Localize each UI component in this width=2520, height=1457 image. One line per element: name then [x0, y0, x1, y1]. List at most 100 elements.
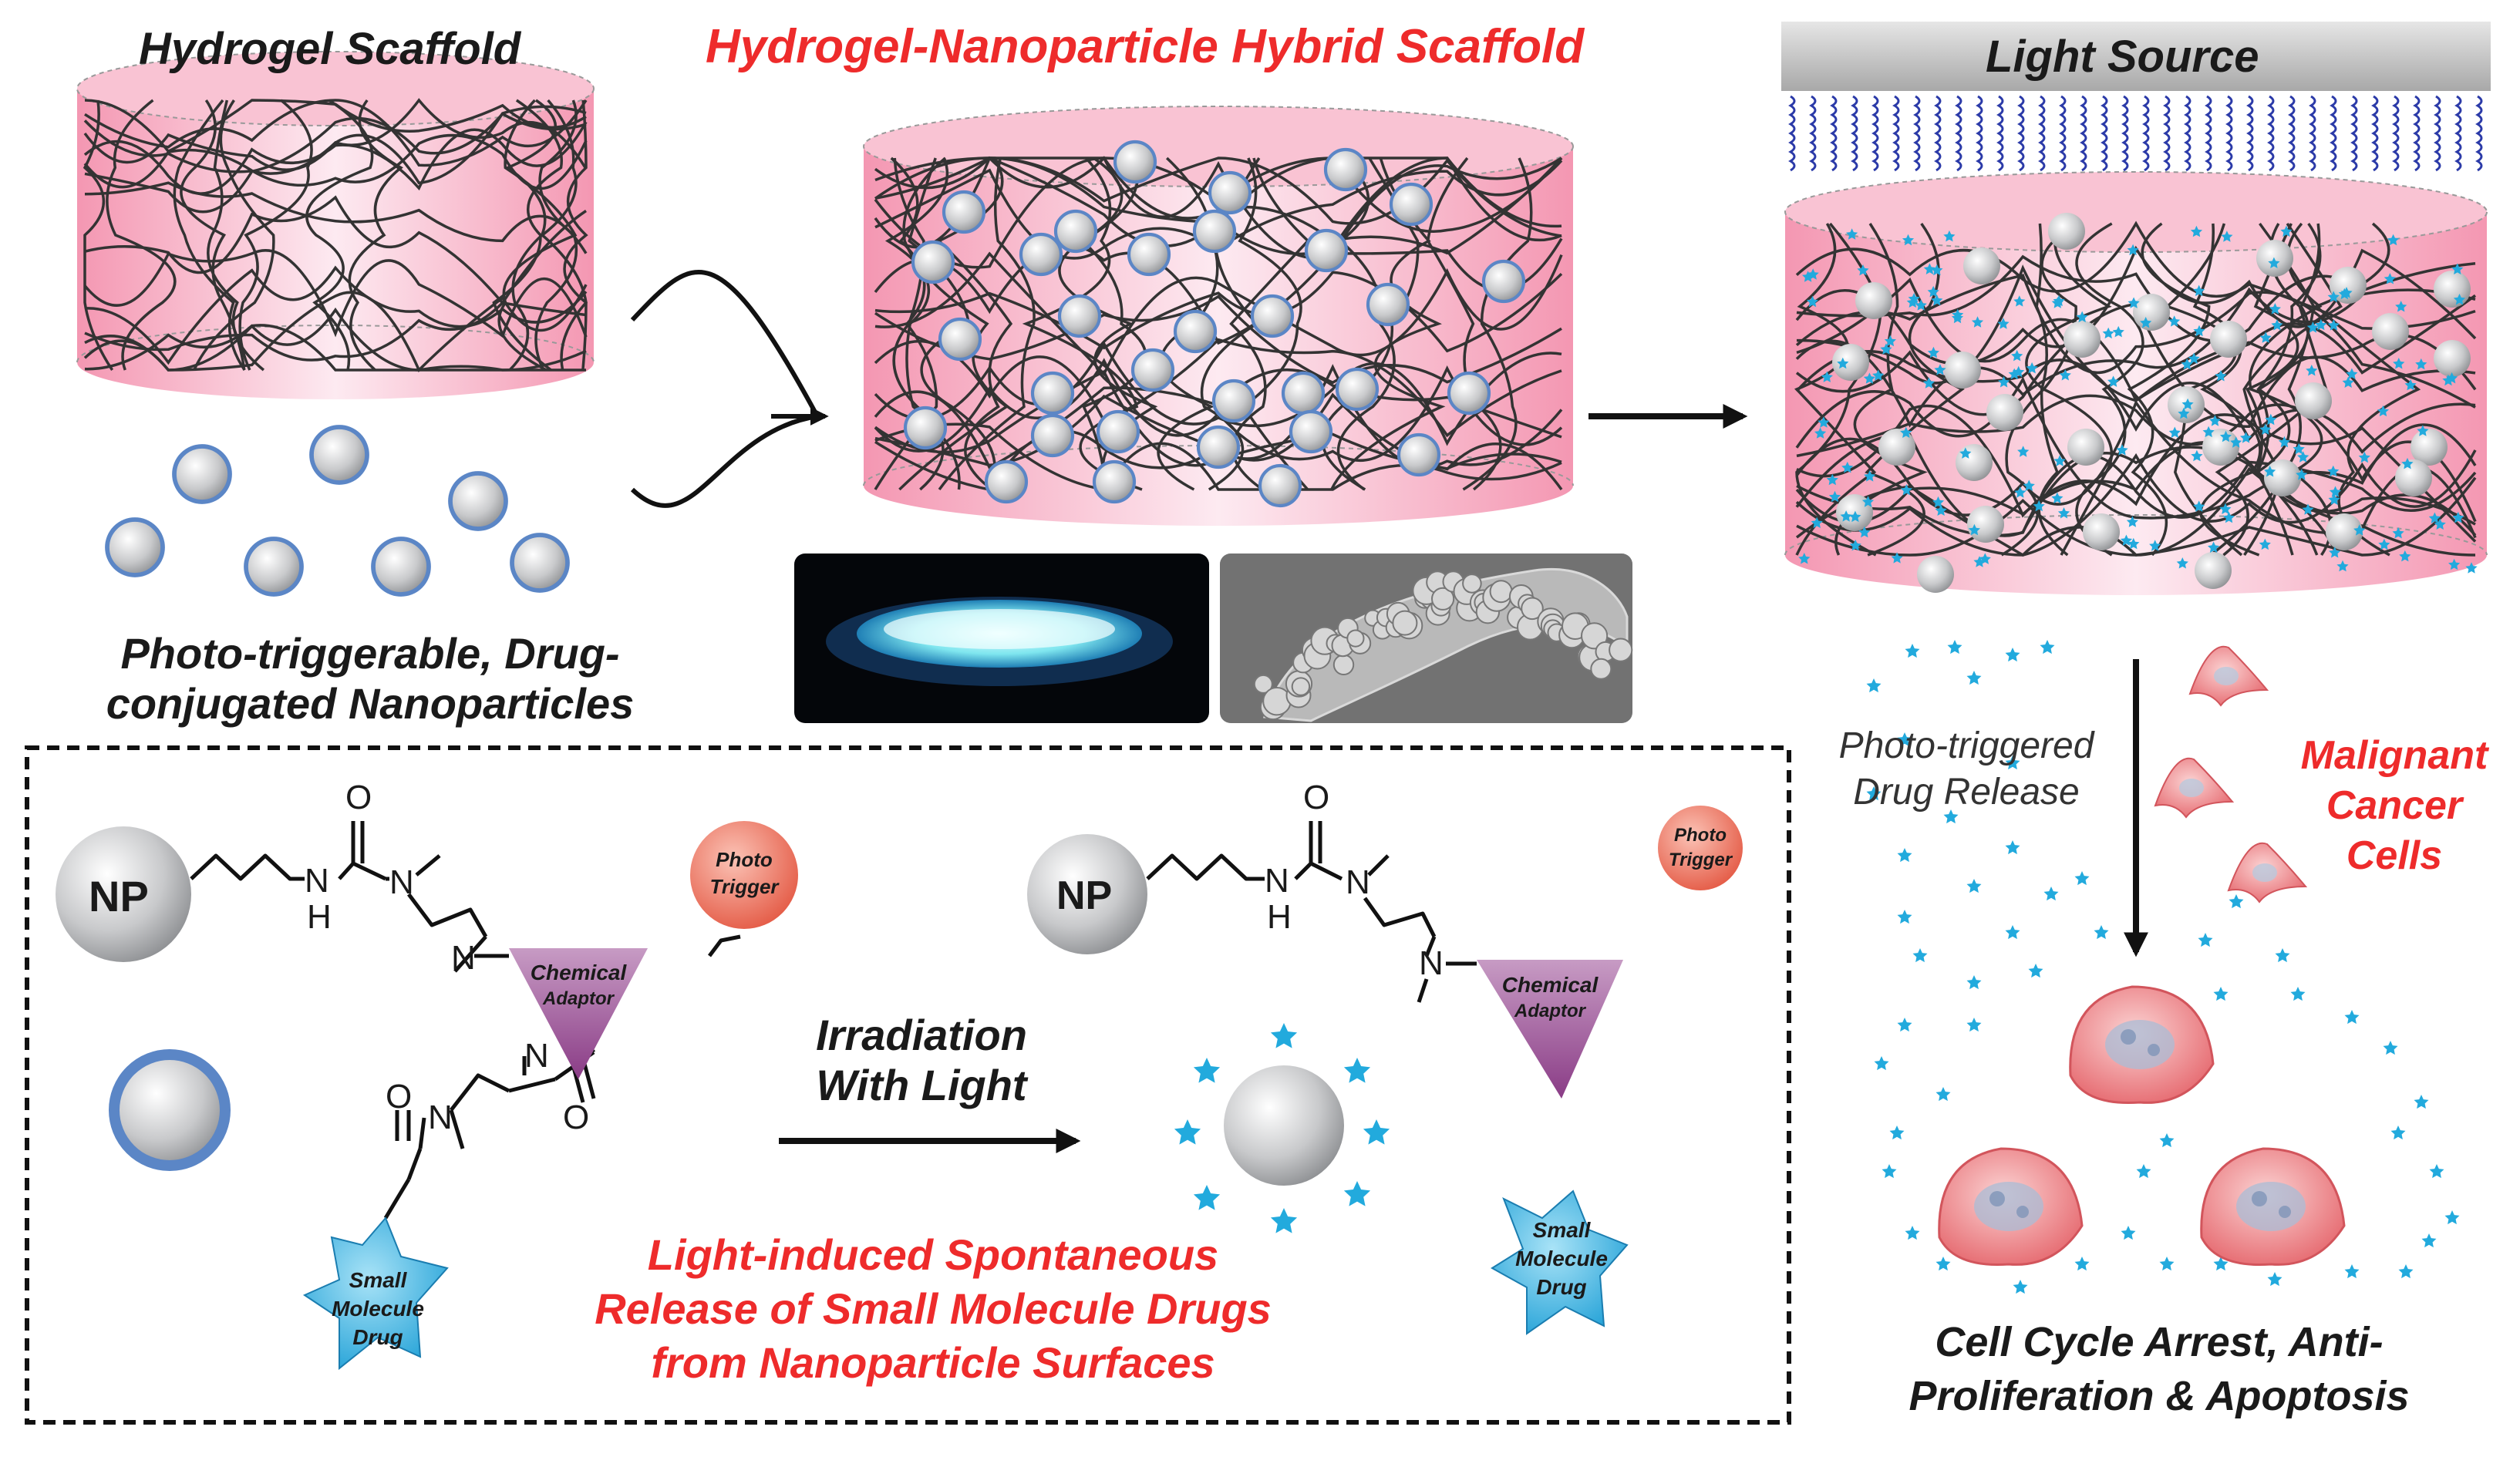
chemical-adaptor2-label-2: Adaptor	[1514, 1001, 1585, 1021]
polymer-strand	[1795, 274, 2476, 409]
nanoparticle	[2330, 267, 2367, 304]
drug-star	[2023, 479, 2035, 491]
polymer-strand	[874, 341, 1562, 446]
drug-star	[2057, 507, 2070, 519]
drug-star	[1906, 296, 1919, 308]
drug-star	[2302, 503, 2314, 515]
light-wave	[2121, 95, 2129, 172]
drug-star	[2013, 1280, 2028, 1294]
drug-star	[1900, 426, 1912, 438]
drug-star	[2344, 1264, 2360, 1279]
drug-star	[1932, 496, 1945, 508]
drug-star	[1902, 234, 1915, 246]
drug-star	[1806, 295, 1819, 308]
drug-star	[1923, 263, 1935, 274]
light-wave	[1892, 95, 1900, 172]
drug-star	[2181, 358, 2193, 370]
light-wave	[2434, 95, 2441, 172]
conjugated-nanoparticle-structure	[56, 821, 798, 1371]
polymer-strand	[1022, 156, 1143, 491]
sem-bead	[1346, 629, 1365, 648]
nanoparticle	[2264, 459, 2301, 496]
polymer-strand	[874, 422, 1562, 491]
drug-star	[2230, 436, 2242, 448]
nanoparticle	[1304, 228, 1349, 273]
drug-star	[2190, 225, 2203, 237]
drug-star	[2198, 933, 2213, 947]
atom-n-4: N	[524, 1037, 549, 1075]
atom-h-2: H	[1267, 898, 1292, 936]
drug-star	[2102, 327, 2114, 339]
nanoparticle	[903, 405, 948, 450]
light-wave	[2413, 95, 2421, 172]
sem-bead	[1521, 597, 1544, 621]
irradiation-label-1: Irradiation	[816, 1011, 1027, 1059]
polymer-strand	[2249, 222, 2333, 556]
drug-star	[2264, 466, 2276, 477]
drug-star	[2306, 365, 2318, 376]
sem-bead	[1609, 638, 1633, 662]
drug-star	[1968, 523, 1980, 536]
polymer-strand	[563, 99, 588, 371]
light-wave	[1830, 95, 1838, 172]
drug-star	[2329, 547, 2341, 558]
drug-star	[1905, 644, 1920, 658]
cancer-cell	[2227, 842, 2308, 903]
nanoparticle	[309, 425, 369, 485]
drug-star	[1935, 504, 1947, 516]
chemical-adaptor-label-2: Adaptor	[543, 988, 614, 1009]
nanoparticle	[371, 537, 431, 597]
sem-bead	[1462, 574, 1482, 594]
nanoparticle	[2202, 429, 2239, 466]
polymer-strand	[84, 181, 588, 254]
drug-star	[2448, 558, 2461, 570]
nanoparticle	[2083, 513, 2120, 550]
drug-star	[1802, 271, 1814, 282]
light-wave	[1934, 95, 1942, 172]
nanoparticle	[1963, 247, 2000, 284]
drug-star	[1864, 470, 1876, 482]
drug-star	[2013, 365, 2025, 378]
atom-n-8: N	[1419, 944, 1444, 982]
nanoparticle	[1057, 294, 1102, 338]
nanoparticle	[1917, 556, 1954, 593]
drug-star	[1798, 553, 1811, 564]
drug-star	[2215, 370, 2227, 382]
drug-star	[2290, 987, 2306, 1001]
drug-release-line1: Photo-triggered	[1838, 725, 2094, 766]
nanoparticle	[2064, 321, 2101, 358]
drug-star	[2017, 446, 2030, 457]
polymer-strand	[874, 156, 1562, 269]
drug-star	[2315, 318, 2327, 331]
nanoparticle	[1396, 432, 1441, 477]
sem-bead	[1489, 580, 1513, 604]
drug-star	[1947, 640, 1962, 654]
drug-star	[2128, 297, 2140, 308]
light-source-label: Light Source	[1986, 32, 2259, 82]
nanoparticle	[1258, 463, 1302, 508]
drug-star	[2327, 319, 2340, 331]
atom-n-5: N	[428, 1099, 453, 1136]
drug-star	[1270, 1023, 1298, 1048]
drug-star	[1912, 948, 1928, 963]
drug-star	[2297, 451, 2309, 463]
np-label: NP	[89, 872, 149, 920]
hybrid-scaffold-cylinder	[863, 106, 1574, 526]
drug-star	[2208, 541, 2220, 553]
drug-star	[2094, 925, 2109, 940]
light-wave	[2017, 95, 2025, 172]
sem-bead	[1253, 674, 1273, 694]
nanoparticle	[2067, 429, 2104, 466]
light-wave	[2309, 95, 2316, 172]
released-drug-ring	[1174, 1023, 1390, 1233]
drug-star	[2011, 349, 2023, 362]
drug-star	[1943, 809, 1959, 824]
polymer-strand	[1795, 220, 2476, 330]
nanoparticle	[1281, 371, 1326, 416]
drug-star	[1935, 1087, 1951, 1102]
drug-star	[2267, 1272, 2282, 1287]
drug-star	[1935, 1257, 1951, 1271]
drug-star	[2306, 321, 2319, 333]
drug-star	[1193, 1058, 1221, 1083]
nanoparticle	[172, 444, 232, 504]
